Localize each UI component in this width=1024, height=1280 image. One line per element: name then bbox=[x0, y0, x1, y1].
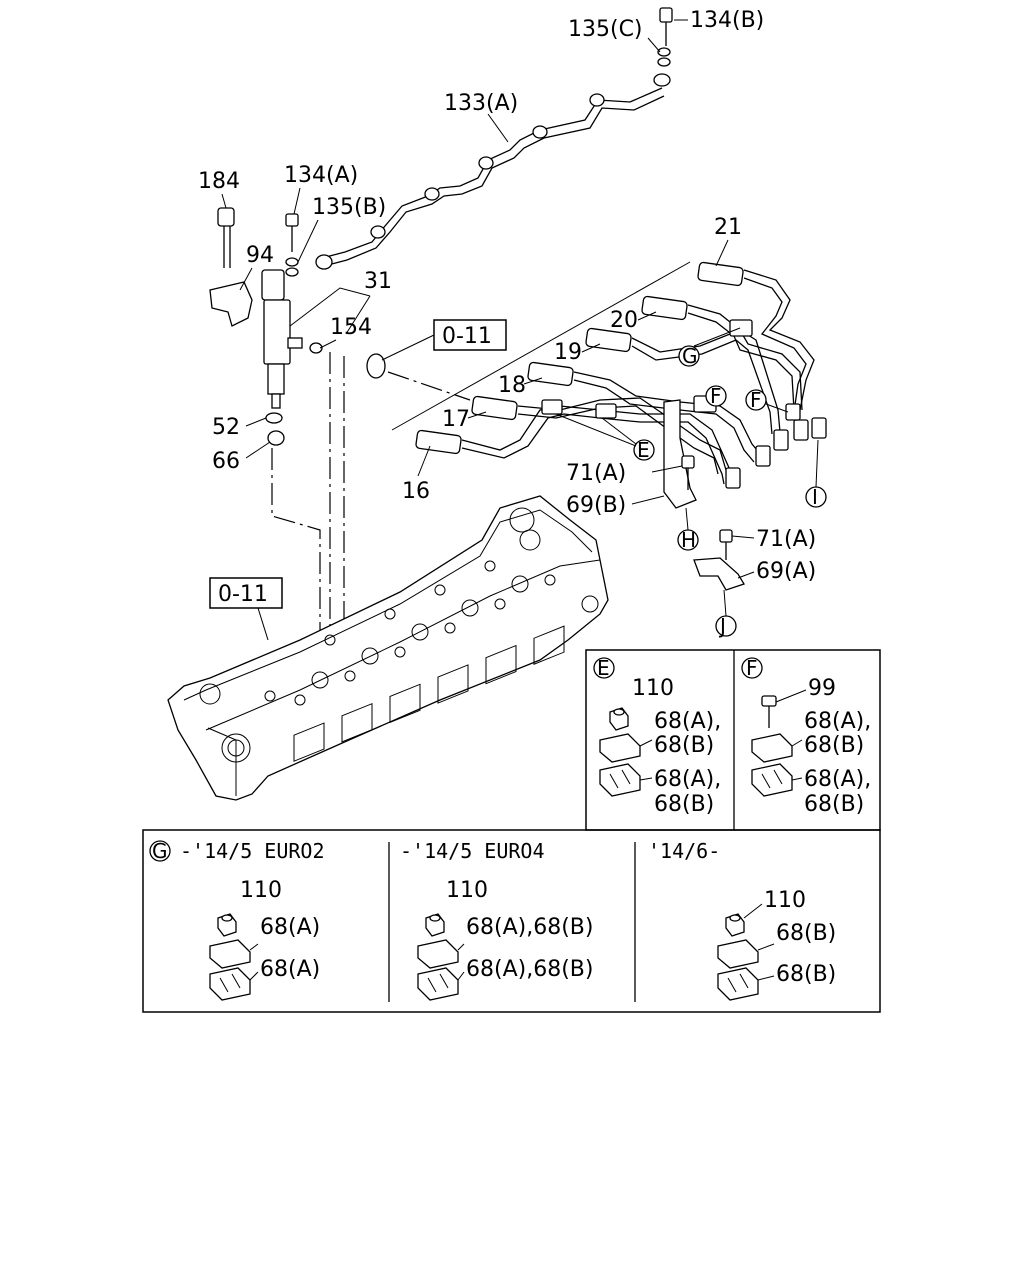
marker-f-2: F bbox=[750, 388, 762, 412]
detail-g-col1-nut-110: 110 bbox=[240, 878, 282, 903]
callout-18: 18 bbox=[498, 373, 526, 398]
detail-e-upper-1: 68(A), bbox=[654, 709, 721, 734]
detail-g-col2-parts bbox=[417, 913, 459, 1001]
callout-135c: 135(C) bbox=[568, 17, 643, 42]
callout-134a: 134(A) bbox=[284, 163, 358, 188]
callout-71a-lower: 71(A) bbox=[756, 527, 816, 552]
marker-f-1: F bbox=[710, 384, 722, 408]
marker-i: I bbox=[812, 485, 818, 509]
injector-assembly bbox=[209, 207, 386, 446]
callout-0-11-lower: 0-11 bbox=[218, 582, 268, 607]
callout-71a-upper: 71(A) bbox=[566, 461, 626, 486]
callout-154: 154 bbox=[330, 315, 372, 340]
detail-f-lower-2: 68(B) bbox=[804, 792, 864, 817]
cylinder-head bbox=[167, 495, 609, 801]
detail-g-col2-upper: 68(A),68(B) bbox=[466, 915, 593, 940]
detail-g-col2-lower: 68(A),68(B) bbox=[466, 957, 593, 982]
detail-e-marker: E bbox=[597, 656, 610, 680]
callout-184: 184 bbox=[198, 169, 240, 194]
detail-g-col3-upper: 68(B) bbox=[776, 921, 836, 946]
detail-e-nut-110: 110 bbox=[632, 676, 674, 701]
detail-f-upper-2: 68(B) bbox=[804, 733, 864, 758]
detail-e-upper-2: 68(B) bbox=[654, 733, 714, 758]
detail-box-g bbox=[142, 829, 881, 1013]
detail-g-marker: G bbox=[152, 839, 168, 863]
callout-133a: 133(A) bbox=[444, 91, 518, 116]
detail-f-parts bbox=[751, 695, 793, 797]
detail-f-upper-1: 68(A), bbox=[804, 709, 871, 734]
marker-e: E bbox=[637, 438, 650, 462]
detail-g-col3-nut-110: 110 bbox=[764, 888, 806, 913]
callout-20: 20 bbox=[610, 308, 638, 333]
marker-h: H bbox=[681, 528, 696, 552]
detail-f-marker: F bbox=[746, 656, 758, 680]
callout-0-11-upper: 0-11 bbox=[442, 324, 492, 349]
callout-135b: 135(B) bbox=[312, 195, 386, 220]
callout-134b: 134(B) bbox=[690, 8, 764, 33]
callout-17: 17 bbox=[442, 407, 470, 432]
detail-e-lower-1: 68(A), bbox=[654, 767, 721, 792]
return-pipe-133a bbox=[315, 7, 673, 270]
detail-g-col2-nut-110: 110 bbox=[446, 878, 488, 903]
callout-16: 16 bbox=[402, 479, 430, 504]
callout-94: 94 bbox=[246, 243, 274, 268]
detail-e-parts bbox=[599, 707, 641, 797]
detail-f-lower-1: 68(A), bbox=[804, 767, 871, 792]
detail-g-col3-parts bbox=[717, 913, 759, 1001]
callout-21: 21 bbox=[714, 215, 742, 240]
callout-66: 66 bbox=[212, 449, 240, 474]
detail-f-bolt-99: 99 bbox=[808, 676, 836, 701]
callout-69b: 69(B) bbox=[566, 493, 626, 518]
detail-g-col2-header: -'14/5 EURO4 bbox=[400, 839, 545, 863]
marker-j: J bbox=[718, 614, 726, 638]
callout-69a: 69(A) bbox=[756, 559, 816, 584]
detail-g-col1-upper: 68(A) bbox=[260, 915, 320, 940]
detail-e-lower-2: 68(B) bbox=[654, 792, 714, 817]
ref-box-0-11-lower bbox=[209, 577, 283, 609]
detail-g-col3-lower: 68(B) bbox=[776, 962, 836, 987]
callout-19: 19 bbox=[554, 340, 582, 365]
callout-31: 31 bbox=[364, 269, 392, 294]
callout-52: 52 bbox=[212, 415, 240, 440]
detail-g-col3-header: '14/6- bbox=[648, 839, 720, 863]
detail-g-col1-lower: 68(A) bbox=[260, 957, 320, 982]
detail-g-col1-header: -'14/5 EURO2 bbox=[180, 839, 325, 863]
detail-g-col1-parts bbox=[209, 913, 251, 1001]
marker-g: G bbox=[682, 344, 698, 368]
